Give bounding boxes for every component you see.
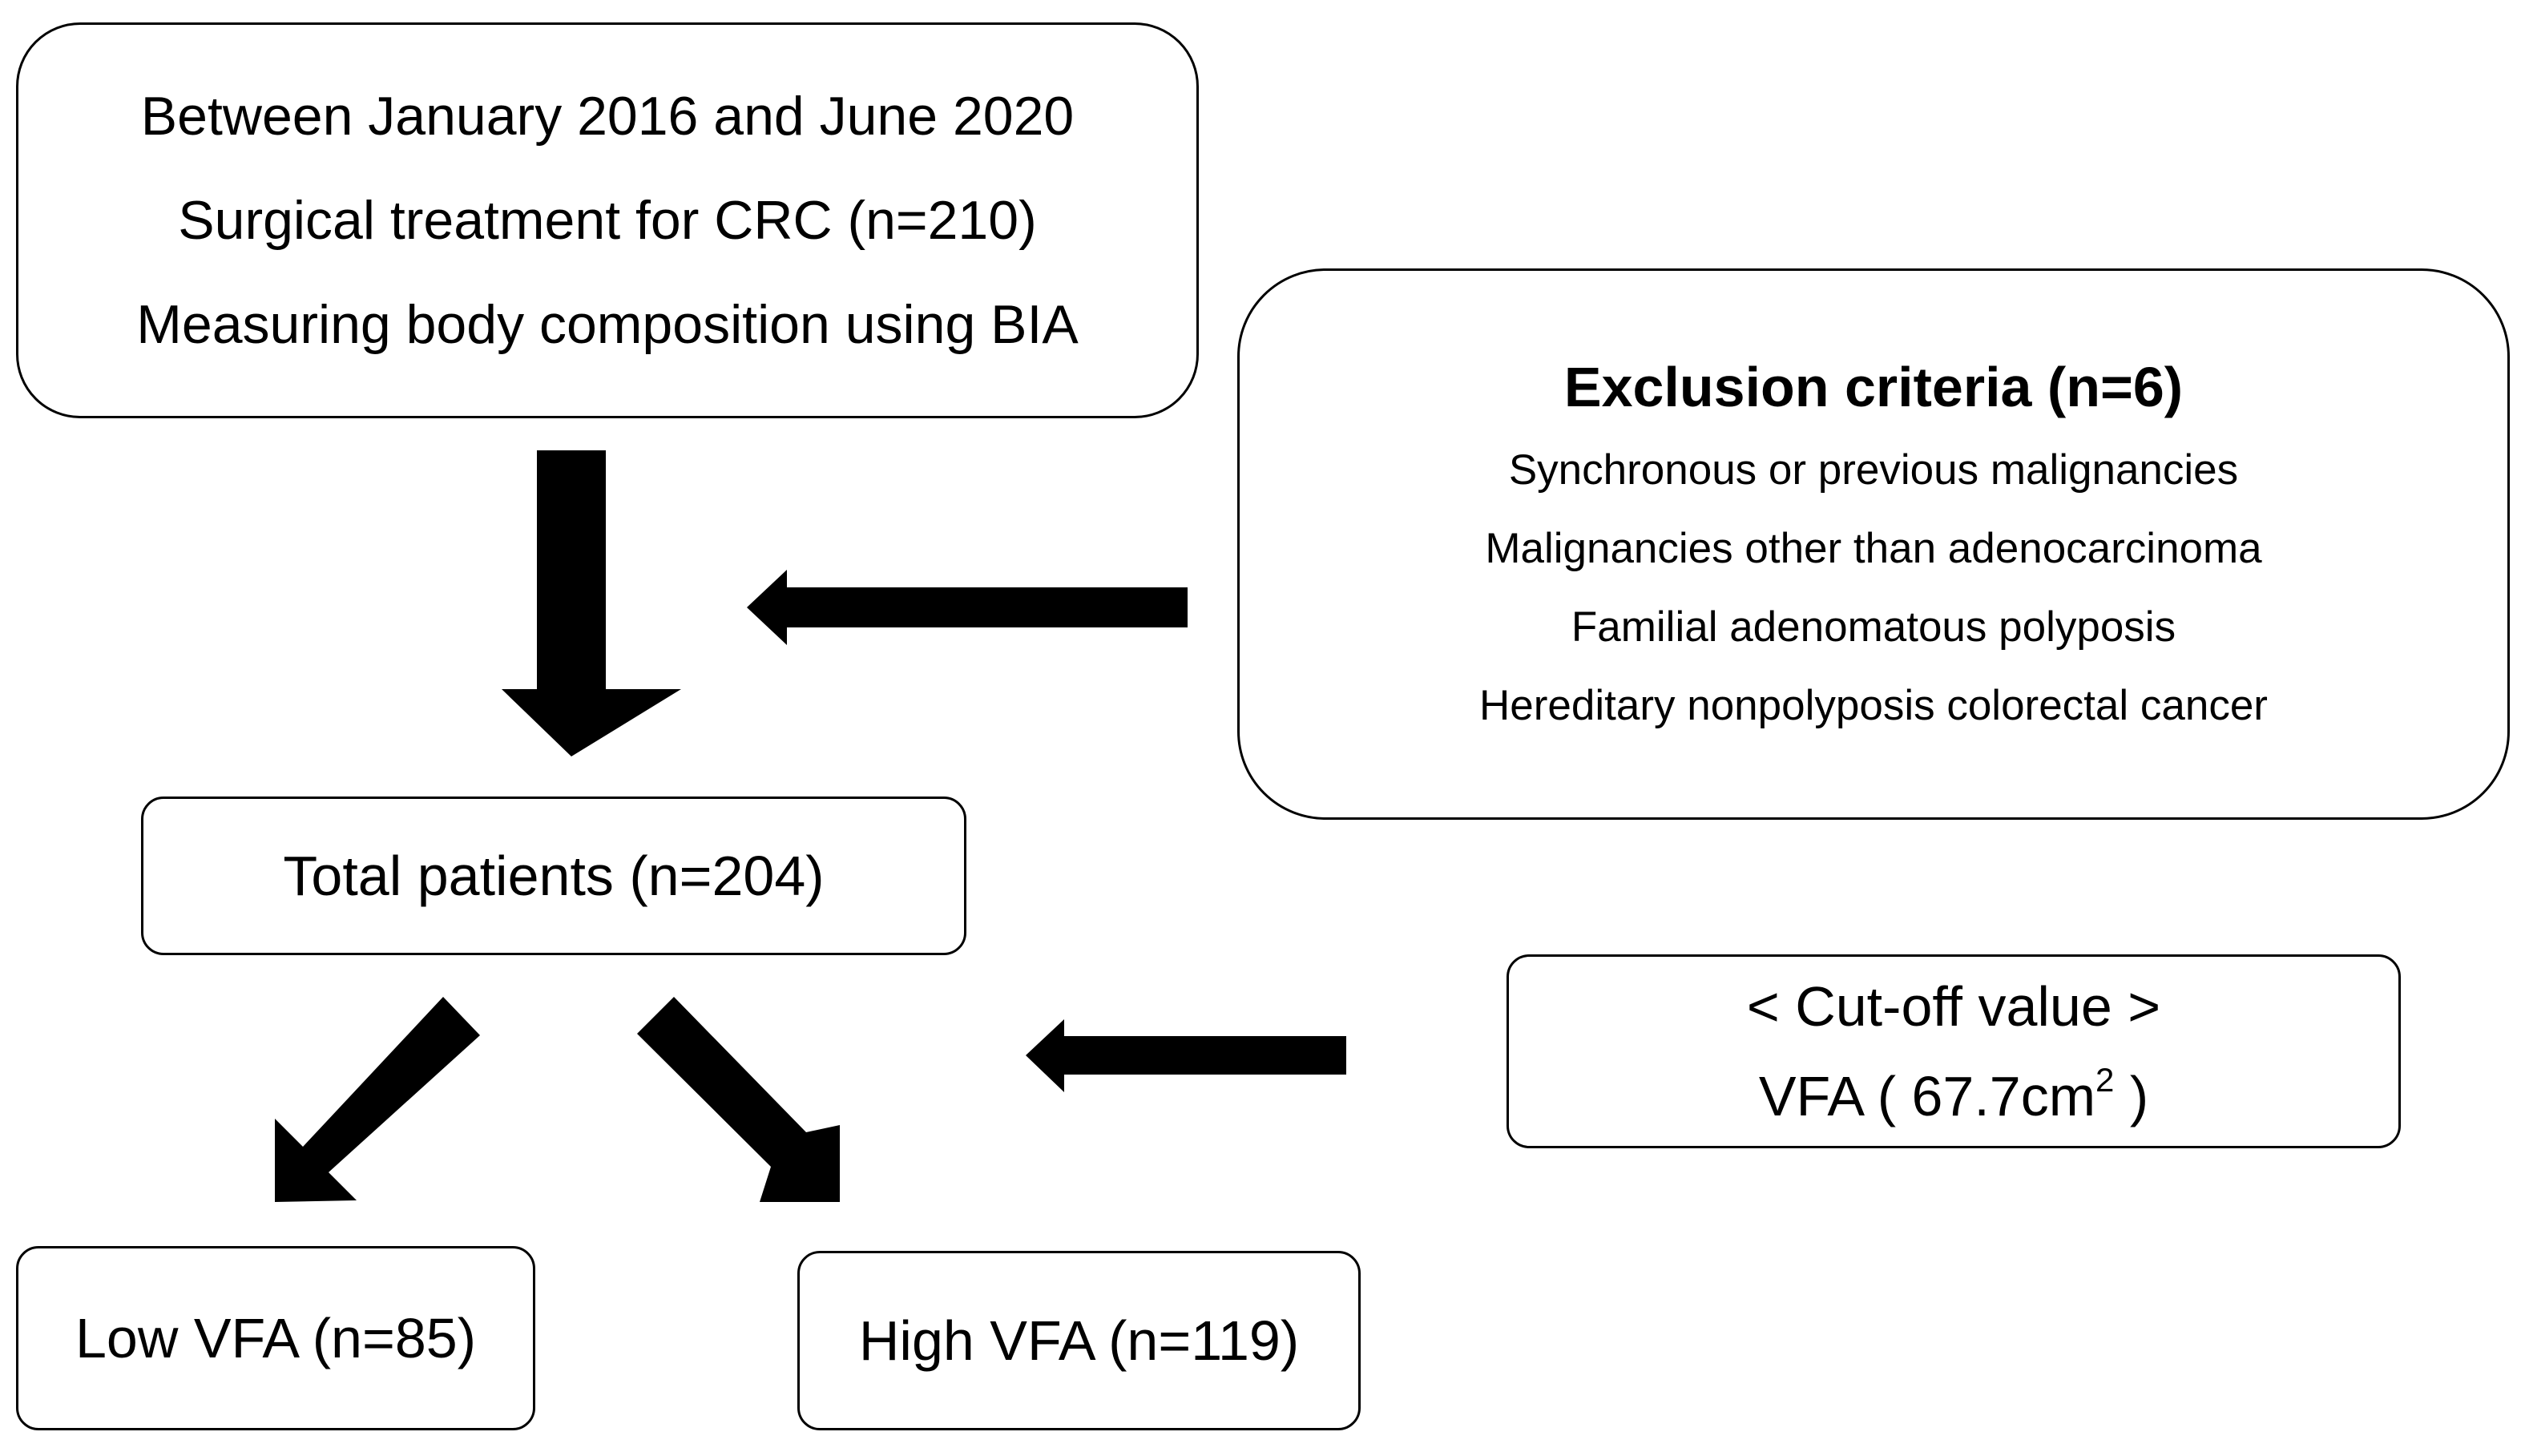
low-diagonal-arrow bbox=[275, 997, 480, 1202]
exclusion-criteria-box: Exclusion criteria (n=6) Synchronous or … bbox=[1237, 268, 2510, 820]
cutoff-value-suffix: ) bbox=[2114, 1065, 2149, 1127]
body-composition-line: Measuring body composition using BIA bbox=[136, 294, 1079, 355]
cutoff-value-superscript: 2 bbox=[2095, 1061, 2115, 1099]
exclusion-item: Synchronous or previous malignancies bbox=[1508, 446, 2239, 494]
total-patients-box: Total patients (n=204) bbox=[141, 797, 966, 955]
exclusion-item: Hereditary nonpolyposis colorectal cance… bbox=[1479, 682, 2268, 729]
exclusion-title: Exclusion criteria (n=6) bbox=[1563, 356, 2184, 418]
high-vfa-box: High VFA (n=119) bbox=[797, 1251, 1361, 1430]
down-arrow bbox=[502, 450, 681, 756]
total-patients-label: Total patients (n=204) bbox=[283, 845, 825, 907]
cutoff-left-arrow bbox=[1026, 1019, 1346, 1092]
cutoff-value-box: < Cut-off value > VFA ( 67.7cm2 ) bbox=[1507, 954, 2401, 1148]
surgical-treatment-line: Surgical treatment for CRC (n=210) bbox=[178, 190, 1037, 251]
study-period-box: Between January 2016 and June 2020 Surgi… bbox=[16, 22, 1199, 418]
exclusion-item: Malignancies other than adenocarcinoma bbox=[1485, 525, 2262, 572]
cutoff-heading: < Cut-off value > bbox=[1746, 975, 2161, 1038]
cutoff-value-prefix: VFA ( 67.7cm bbox=[1758, 1065, 2096, 1127]
low-vfa-label: Low VFA (n=85) bbox=[75, 1307, 476, 1369]
high-diagonal-arrow bbox=[637, 997, 840, 1202]
cutoff-value: VFA ( 67.7cm2 ) bbox=[1759, 1051, 2148, 1141]
high-vfa-label: High VFA (n=119) bbox=[858, 1309, 1300, 1372]
exclusion-item: Familial adenomatous polyposis bbox=[1571, 603, 2176, 651]
low-vfa-box: Low VFA (n=85) bbox=[16, 1246, 535, 1430]
exclusion-left-arrow bbox=[747, 570, 1188, 645]
study-period-line: Between January 2016 and June 2020 bbox=[140, 86, 1075, 147]
